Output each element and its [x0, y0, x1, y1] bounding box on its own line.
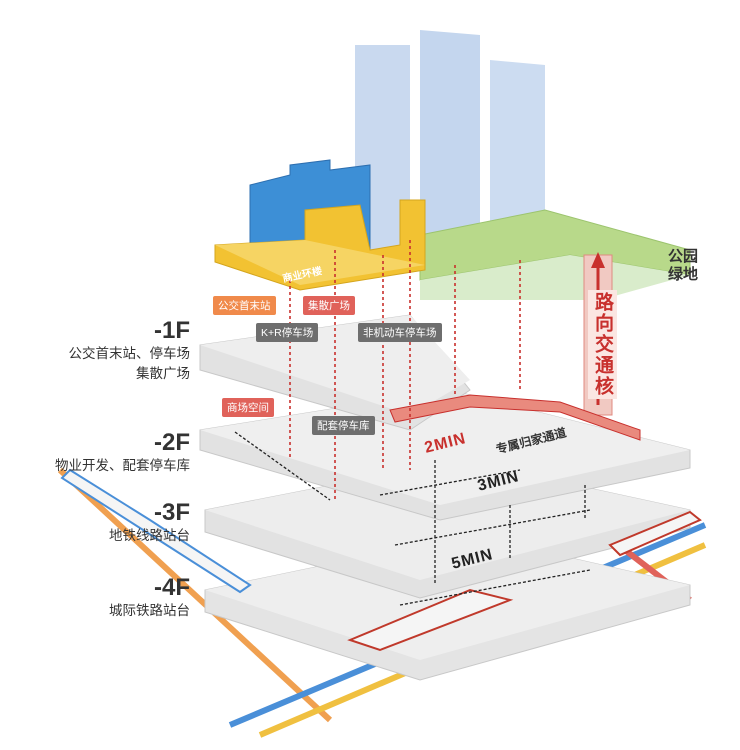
floor-label-3f: -3F 地铁线路站台	[20, 500, 190, 546]
floor-label-1f: -1F 公交首末站、停车场 集散广场	[20, 317, 191, 384]
road-core-arrowhead	[591, 252, 605, 268]
road-core-label: 路向交通核	[588, 290, 617, 399]
floor-code: -4F	[154, 574, 190, 601]
floor-label-4f: -4F 城际铁路站台	[20, 575, 190, 621]
floor-desc: 集散广场	[136, 366, 190, 381]
floor-desc: 公交首末站、停车场	[68, 346, 191, 361]
home-path	[389, 394, 641, 441]
orange-rail-line	[57, 467, 333, 723]
vertical-links	[289, 240, 521, 500]
floor-code: -3F	[154, 499, 190, 526]
park-shadow	[420, 255, 690, 300]
park-label-line: 公园	[668, 248, 699, 265]
floor-code: -2F	[154, 429, 190, 456]
floor-desc: 地铁线路站台	[109, 528, 190, 543]
floor-desc: 城际铁路站台	[109, 603, 190, 618]
yellow-roof	[215, 240, 425, 285]
metro-train	[608, 510, 702, 557]
trains	[60, 468, 702, 652]
towers	[355, 30, 545, 265]
tag-plaza: 集散广场	[303, 296, 355, 315]
black-links	[234, 431, 591, 606]
tag-kr-parking: K+R停车场	[256, 323, 319, 342]
left-train	[60, 468, 252, 594]
tag-commercial-space: 商场空间	[222, 398, 274, 417]
tag-support-parking: 配套停车库	[312, 416, 375, 435]
tag-nonmotor-parking: 非机动车停车场	[358, 323, 442, 342]
tower-3	[490, 60, 545, 255]
tower-2	[420, 30, 480, 262]
park-label: 公园 绿地	[668, 248, 698, 284]
floor-desc: 物业开发、配套停车库	[55, 458, 190, 473]
intercity-train	[347, 588, 514, 652]
tag-bus-terminal: 公交首末站	[213, 296, 276, 315]
floor-label-2f: -2F 物业开发、配套停车库	[20, 430, 190, 476]
floor-code: -1F	[154, 317, 190, 344]
park-label-line: 绿地	[668, 266, 699, 283]
